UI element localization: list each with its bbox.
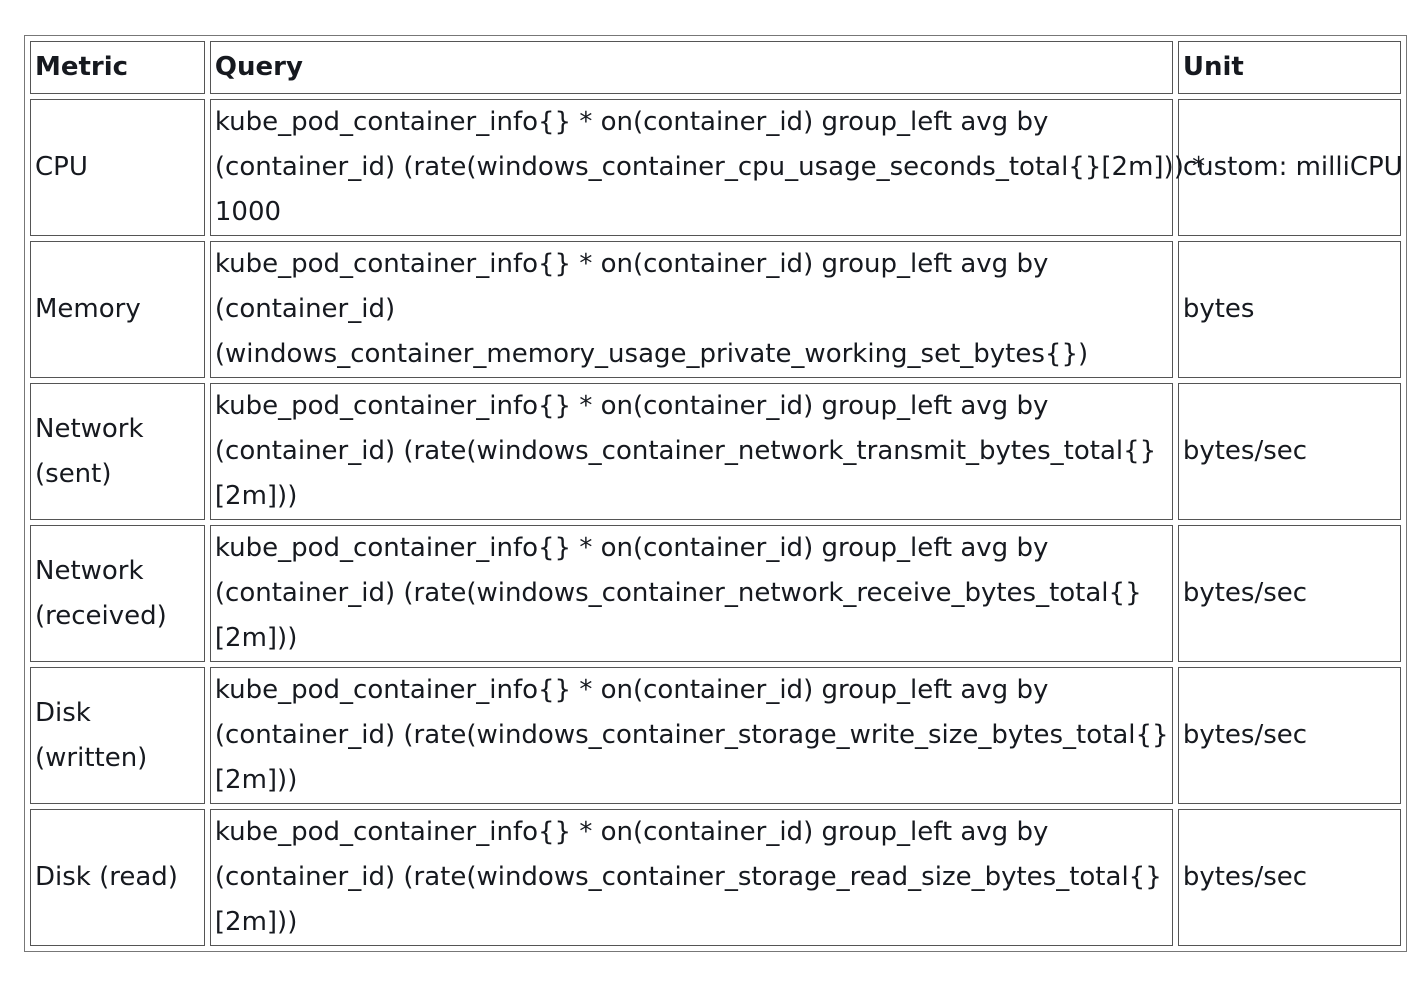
metrics-table-container: Metric Query Unit CPU kube_pod_container_… — [24, 35, 1407, 952]
table-row: Memory kube_pod_container_info{} * on(con… — [30, 241, 1401, 378]
metric-cell: Network (sent) — [30, 383, 205, 520]
table-row: Network (sent) kube_pod_container_info{} … — [30, 383, 1401, 520]
query-line: [2m])) — [214, 481, 298, 511]
query-line: kube_pod_container_info{} * on(container… — [214, 107, 1049, 137]
table-row: Disk (written) kube_pod_container_info{} … — [30, 667, 1401, 804]
query-line: kube_pod_container_info{} * on(container… — [214, 533, 1049, 563]
query-line: (windows_container_memory_usage_private_… — [214, 339, 1089, 369]
query-line: kube_pod_container_info{} * on(container… — [214, 249, 1049, 279]
query-line: (container_id) (rate(windows_container_s… — [214, 720, 1169, 750]
query-cell: kube_pod_container_info{} * on(container… — [209, 667, 1173, 804]
table-row: CPU kube_pod_container_info{} * on(contai… — [30, 99, 1403, 236]
unit-cell: custom: milliCPU — [1177, 99, 1403, 236]
metric-cell: Disk (written) — [30, 667, 205, 804]
unit-cell: bytes — [1177, 241, 1401, 378]
query-cell: kube_pod_container_info{} * on(container… — [209, 809, 1173, 946]
query-line: (container_id) (rate(windows_container_c… — [214, 152, 1206, 182]
query-line: 1000 — [214, 197, 282, 227]
query-line: kube_pod_container_info{} * on(container… — [214, 675, 1049, 705]
unit-cell: bytes/sec — [1177, 667, 1401, 804]
table-row: Disk (read) kube_pod_container_info{} * o… — [30, 809, 1401, 946]
metric-cell: Network (received) — [30, 525, 205, 662]
query-cell: kube_pod_container_info{} * on(container… — [209, 99, 1206, 236]
query-line: [2m])) — [214, 765, 298, 795]
query-line: kube_pod_container_info{} * on(container… — [214, 817, 1049, 847]
table-header-row: Metric Query Unit — [30, 41, 1401, 94]
metrics-table: Metric Query Unit CPU kube_pod_container_… — [24, 35, 1407, 952]
query-cell: kube_pod_container_info{} * on(container… — [209, 241, 1173, 378]
unit-cell: bytes/sec — [1177, 383, 1401, 520]
header-metric: Metric — [30, 41, 205, 94]
query-line: (container_id) — [214, 294, 396, 324]
unit-cell: bytes/sec — [1177, 525, 1401, 662]
query-line: [2m])) — [214, 623, 298, 653]
table-body: CPU kube_pod_container_info{} * on(contai… — [30, 99, 1403, 946]
metric-cell: Disk (read) — [30, 809, 205, 946]
query-line: (container_id) (rate(windows_container_n… — [214, 436, 1157, 466]
query-line: kube_pod_container_info{} * on(container… — [214, 391, 1049, 421]
header-query: Query — [209, 41, 1173, 94]
metric-cell: CPU — [30, 99, 205, 236]
query-cell: kube_pod_container_info{} * on(container… — [209, 383, 1173, 520]
query-cell: kube_pod_container_info{} * on(container… — [209, 525, 1173, 662]
query-line: [2m])) — [214, 907, 298, 937]
metric-cell: Memory — [30, 241, 205, 378]
query-line: (container_id) (rate(windows_container_n… — [214, 578, 1142, 608]
unit-cell: bytes/sec — [1177, 809, 1401, 946]
header-unit: Unit — [1177, 41, 1401, 94]
query-line: (container_id) (rate(windows_container_s… — [214, 862, 1162, 892]
table-row: Network (received) kube_pod_container_inf… — [30, 525, 1401, 662]
